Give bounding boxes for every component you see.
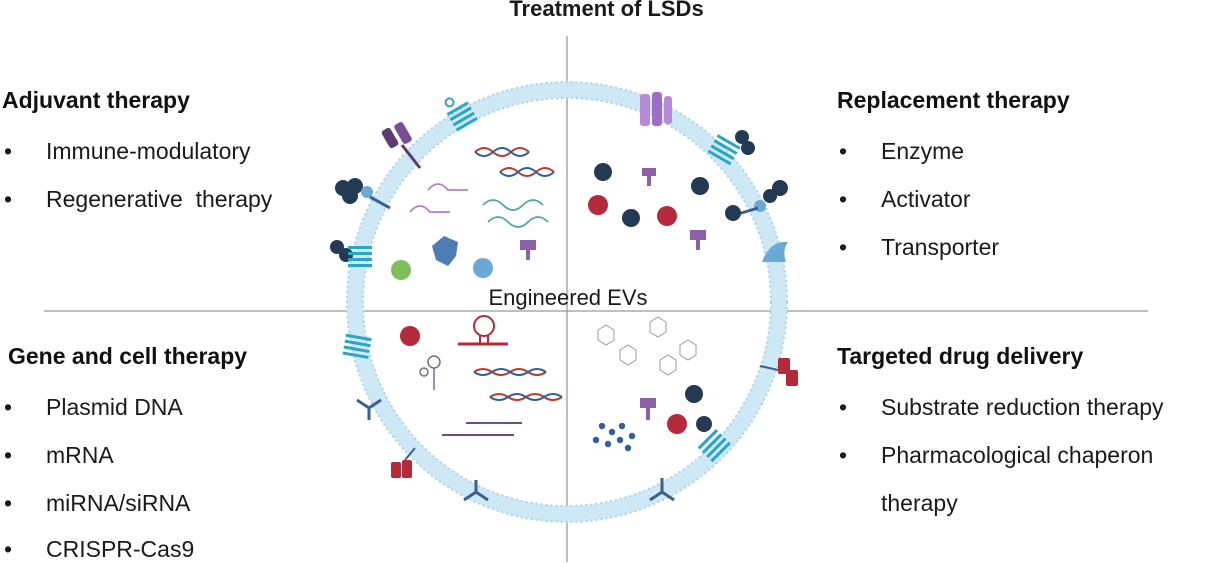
receptor-cluster-left-icon <box>330 240 372 267</box>
bullet: • <box>839 442 848 468</box>
mirna-wave-icon <box>482 199 549 228</box>
enzyme-proteins-icon <box>588 163 741 250</box>
list-item-text: Enzyme <box>881 138 965 164</box>
antibody-bottom-icon <box>463 480 489 502</box>
list-item-text: miRNA/siRNA <box>46 490 191 516</box>
plasmid-dna-strands-icon <box>442 368 563 436</box>
list-item-text: Immune-modulatory <box>46 138 251 164</box>
bullet: • <box>4 490 13 516</box>
rna-strand-icon <box>409 183 468 213</box>
channel-protein-purple-icon <box>640 92 672 126</box>
receptor-red-right-icon <box>759 358 798 386</box>
antibody-left-icon <box>356 398 382 420</box>
heading-targeted-drug-delivery: Targeted drug delivery <box>837 343 1084 369</box>
heading-adjuvant-therapy: Adjuvant therapy <box>2 87 190 113</box>
gene-cargo-icon <box>400 315 508 390</box>
nanoparticle-dots-icon <box>592 422 636 452</box>
membrane-receptor-lower-right-icon <box>697 429 731 463</box>
list-item-text: therapy <box>881 490 958 516</box>
list-item-text: Regenerative therapy <box>46 186 273 212</box>
membrane-receptor-lower-left-icon <box>342 333 372 359</box>
protein-purple-small-icon <box>520 240 536 260</box>
receptor-red-lower-left-icon <box>391 447 416 478</box>
transporter-protein-icon <box>762 241 788 262</box>
list-item-text: Activator <box>881 186 971 212</box>
bullet: • <box>4 536 13 562</box>
bullet: • <box>839 234 848 260</box>
list-item-text: Transporter <box>881 234 1000 260</box>
heading-replacement-therapy: Replacement therapy <box>837 87 1070 113</box>
list-item-text: CRISPR-Cas9 <box>46 536 195 562</box>
anchored-protein-navy-icon <box>335 178 391 210</box>
vesicle-membrane <box>346 81 788 523</box>
heading-gene-cell-therapy: Gene and cell therapy <box>8 343 248 369</box>
bullet: • <box>839 394 848 420</box>
list-item-text: mRNA <box>46 442 114 468</box>
bullet: • <box>839 186 848 212</box>
bullet: • <box>4 138 13 164</box>
receptor-cluster-right-icon <box>707 130 755 166</box>
list-item-text: Pharmacological chaperon <box>881 442 1154 468</box>
protein-lightblue-icon <box>473 258 493 278</box>
chaperone-proteins-icon <box>640 385 712 434</box>
protein-blue-icon <box>432 236 458 266</box>
bullet: • <box>4 186 13 212</box>
antibody-right-icon <box>649 478 675 502</box>
bullet: • <box>4 442 13 468</box>
list-item-text: Substrate reduction therapy <box>881 394 1164 420</box>
dna-strands-icon <box>474 147 555 177</box>
small-molecules-icon <box>597 316 697 376</box>
anchored-protein-right-icon <box>737 180 788 216</box>
list-item-text: Plasmid DNA <box>46 394 183 420</box>
membrane-protein-purple-icon <box>381 122 422 169</box>
protein-green-icon <box>391 260 411 280</box>
bullet: • <box>4 394 13 420</box>
center-label: Engineered EVs <box>488 285 648 310</box>
transmembrane-receptor-icon <box>444 97 478 132</box>
bullet: • <box>839 138 848 164</box>
diagram-title: Treatment of LSDs <box>509 0 704 21</box>
